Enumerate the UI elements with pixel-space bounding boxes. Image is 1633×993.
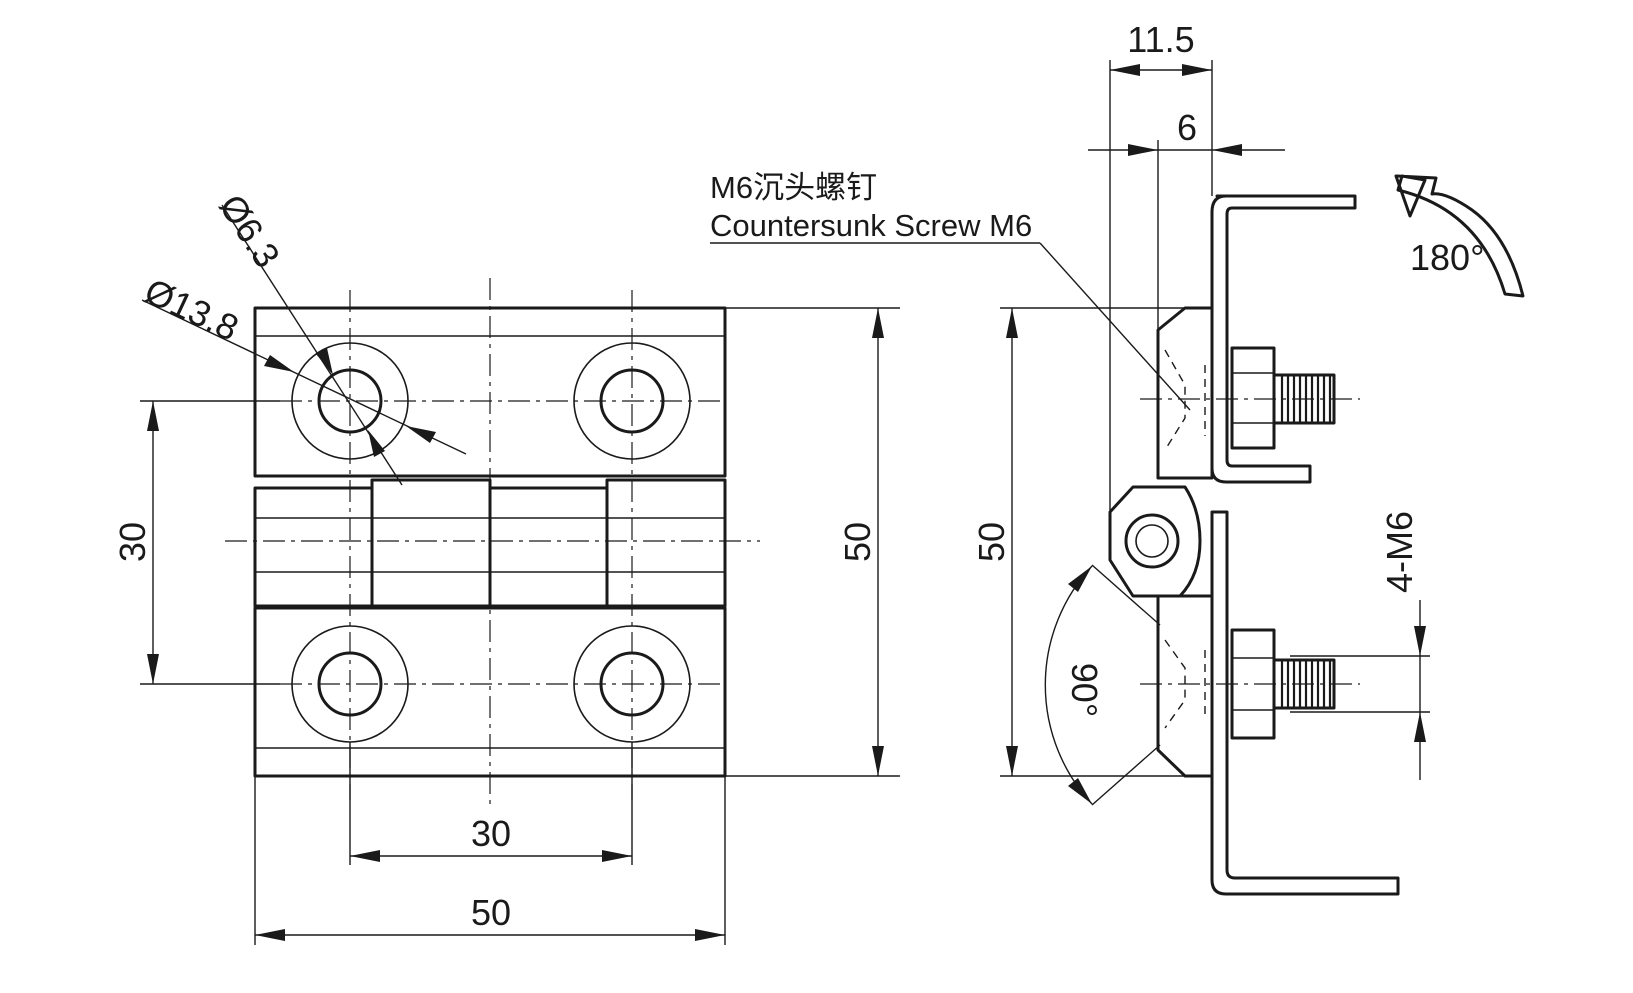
screw-note-leader [710,242,1191,411]
dimension-total-thickness [1110,64,1212,76]
side-center-lines [1140,398,1360,685]
front-extension-lines [140,307,900,945]
open-angle-label: 90° [1064,663,1105,717]
counterbore-diameter-leader [141,299,467,455]
dimension-width-label: 50 [471,892,511,933]
hole-diameter-leader [221,204,403,486]
side-dimension-height-label: 50 [971,522,1012,562]
hinge-pin-inner [1135,524,1169,558]
dimension-height [872,308,884,776]
dimension-hole-pitch-x-label: 30 [471,813,511,854]
dimension-hole-pitch-x [350,850,632,862]
dimension-hole-pitch-y [147,401,159,684]
upper-bracket [1210,194,1357,484]
dimension-width [255,929,725,941]
lower-bracket [1210,510,1400,896]
dimension-leaf-thickness [1088,144,1285,156]
side-view: 50 11.5 6 M6沉头螺钉 Countersunk Screw M6 4 [710,19,1525,896]
front-view: 50 30 30 50 Ø6.3 [112,187,900,945]
side-extension-lines [1000,60,1430,777]
front-center-lines [225,278,760,810]
side-upper-leaf [1156,306,1214,480]
side-knuckle [1108,485,1202,598]
side-dimension-height [1006,308,1018,776]
dimension-thread [1414,600,1426,780]
rotation-arrow [1394,174,1525,298]
dimension-leaf-thickness-label: 6 [1177,107,1197,148]
counterbore-diameter-label: Ø13.8 [139,270,245,349]
screw-note-english: Countersunk Screw M6 [710,208,1032,243]
screw-note-chinese: M6沉头螺钉 [710,170,877,205]
dimension-height-label: 50 [837,522,878,562]
dimension-total-thickness-label: 11.5 [1127,19,1194,60]
dimension-hole-pitch-y-label: 30 [112,522,153,562]
countersink-hidden-lines [1164,349,1206,729]
hinge-pin-outer [1124,513,1180,569]
side-lower-leaf [1156,594,1214,778]
open-angle-indicator [1044,564,1161,806]
thread-spec-label: 4-M6 [1379,511,1420,593]
rotation-angle-label: 180° [1410,237,1484,278]
hole-diameter-label: Ø6.3 [211,187,288,275]
